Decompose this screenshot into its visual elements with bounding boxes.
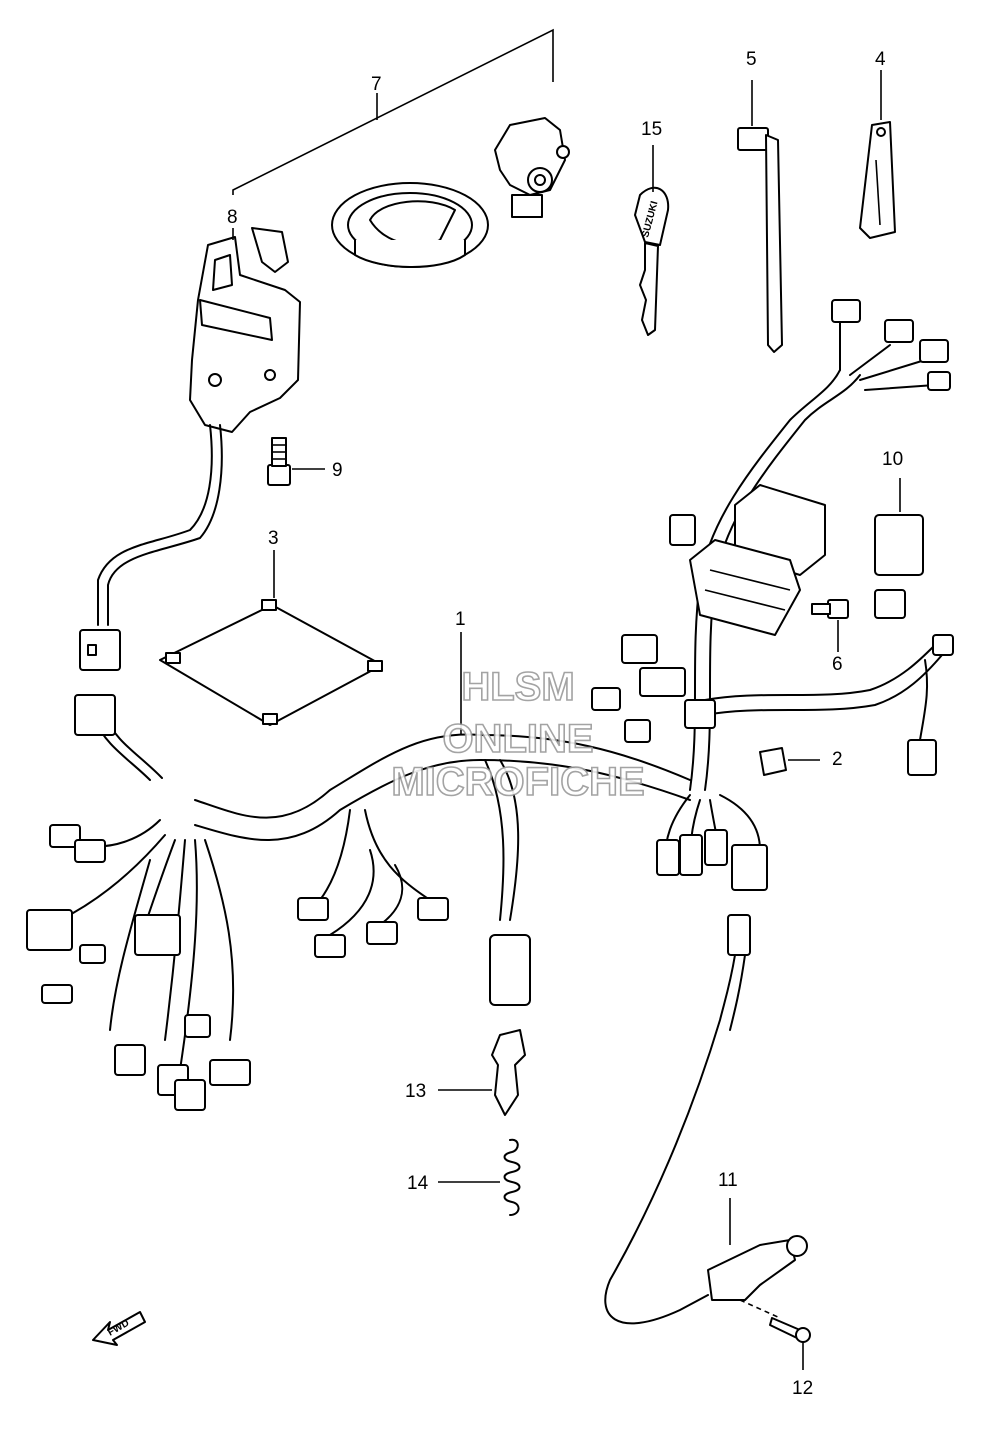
callout-8: 8 [227,207,238,228]
callout-3: 3 [268,528,279,549]
watermark: HLSM ONLINE MICROFICHE [391,664,646,805]
fuel-cap[interactable] [331,182,489,268]
screw-12[interactable] [739,1299,811,1370]
fuse-box[interactable] [689,484,826,636]
callouts: 7 8 15 5 4 9 3 1 10 6 2 13 14 11 12 [227,49,903,1399]
callout-11: 11 [718,1170,738,1191]
seat-lock[interactable] [494,117,570,218]
set-bracket-7 [232,28,554,195]
callout-10: 10 [882,449,903,470]
watermark-line-1: HLSM [461,665,574,709]
callout-12: 12 [792,1378,813,1399]
callout-5: 5 [746,49,757,70]
key-15[interactable]: SUZUKI [634,145,670,336]
watermark-line-3: MICROFICHE [391,760,644,804]
plate-3[interactable] [159,550,383,726]
watermark-line-2: ONLINE [442,717,593,761]
clamp-2[interactable] [759,747,820,776]
callout-7: 7 [371,74,382,95]
cable-tie-5[interactable] [737,80,783,353]
leader-lines [232,228,462,735]
side-stand-switch-11[interactable] [604,914,808,1325]
callout-4: 4 [875,49,886,70]
relay-10[interactable] [874,478,924,619]
callout-13: 13 [405,1081,426,1102]
fwd-arrow-icon: FWD [92,1311,146,1346]
main-wiring-harness[interactable] [26,299,954,1111]
callout-1: 1 [455,609,466,630]
clamp-4[interactable] [859,70,896,239]
ignition-switch[interactable] [79,227,301,671]
callout-2: 2 [832,749,843,770]
spring-14[interactable] [438,1138,521,1216]
sensor-13[interactable] [438,1029,526,1116]
screw-6[interactable] [811,599,849,652]
callout-9: 9 [332,460,343,481]
bolt-9[interactable] [267,437,325,486]
callout-6: 6 [832,654,843,675]
connector-cluster[interactable] [591,634,716,743]
callout-15: 15 [641,119,662,140]
callout-14: 14 [407,1173,429,1194]
